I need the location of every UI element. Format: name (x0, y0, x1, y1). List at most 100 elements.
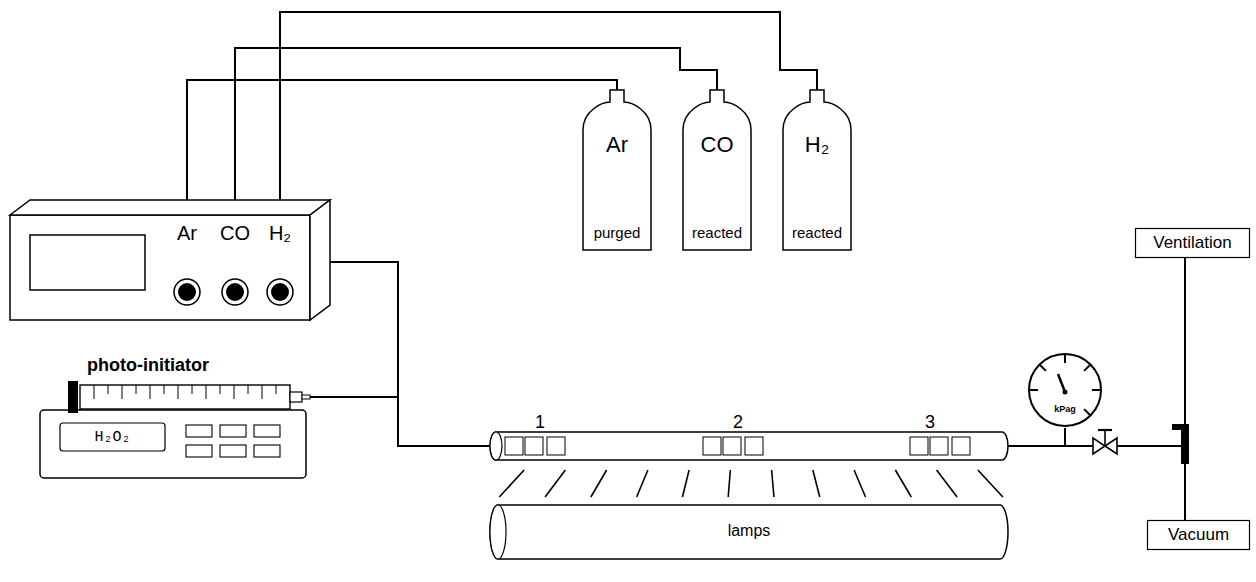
sample-window (547, 437, 565, 455)
text-holder: 2 (723, 412, 753, 433)
pump-button (220, 425, 246, 437)
light-ray (854, 470, 865, 497)
syringe-tick (234, 385, 235, 399)
gas-cylinder: H₂ reacted (783, 90, 851, 250)
text-holder: H₂ (260, 222, 300, 245)
syringe-tick (150, 385, 151, 399)
pump-button (220, 445, 246, 457)
syringe-barrel (80, 385, 290, 409)
gas-cylinder: Ar purged (583, 90, 651, 250)
text-holder: photo-initiator (48, 355, 248, 376)
syringe-tick (220, 385, 221, 394)
cylinder-outline (583, 90, 651, 250)
sample-window (703, 437, 721, 455)
tube-outline (490, 432, 1008, 460)
pressure-gauge-shape (1027, 352, 1103, 428)
mass-flow-controller: Ar CO H₂ (10, 200, 330, 320)
gauge-tick (1040, 365, 1046, 371)
text-holder: reacted (683, 224, 751, 242)
pump-base (40, 410, 306, 478)
syringe-tick (164, 385, 165, 394)
node-label: H₂O₂ (94, 429, 130, 446)
sample-window (505, 437, 523, 455)
syringe-tip (290, 392, 302, 402)
lamp-outline (490, 505, 1008, 559)
photoreactor-tube: 1 2 3 (490, 412, 1008, 462)
light-ray (937, 470, 958, 497)
syringe-tick (122, 385, 123, 399)
node-label: Ventilation (1153, 233, 1231, 252)
valve-body (1105, 438, 1117, 454)
box-outline (1148, 521, 1250, 550)
node-label: H₂ (805, 132, 829, 157)
tube-end (490, 432, 502, 460)
syringe-tick (248, 385, 249, 394)
text-holder: reacted (783, 224, 851, 242)
sample-window (723, 437, 741, 455)
light-ray (591, 470, 607, 497)
light-ray (545, 470, 565, 497)
syringe-tick (178, 385, 179, 399)
node-label: CO (701, 132, 734, 157)
gas-line (1008, 428, 1065, 446)
gauge-tick (1084, 365, 1090, 371)
node-label: CO (220, 222, 250, 244)
needle-valve (1093, 430, 1117, 454)
pump-button (254, 425, 280, 437)
text-holder: 3 (915, 412, 945, 433)
cylinder-outline (683, 90, 751, 250)
sample-window (952, 437, 970, 455)
text-holder: Vacuum (1147, 525, 1250, 545)
light-ray (682, 470, 689, 497)
callout-number: 3 (925, 412, 935, 432)
syringe-tick (262, 385, 263, 399)
control-knob (222, 279, 248, 305)
pump-button (186, 425, 212, 437)
uv-lamps: lamps (490, 503, 1008, 561)
light-ray (772, 470, 774, 497)
syringe-tick (192, 385, 193, 394)
cylinder-outline (783, 90, 851, 250)
gauge-tick (1064, 355, 1066, 363)
sample-window (930, 437, 948, 455)
pump-display (60, 423, 165, 451)
gas-line (330, 262, 490, 446)
controller-front (10, 215, 310, 320)
light-ray (895, 470, 911, 497)
gauge-needle (1058, 374, 1065, 392)
control-knob (174, 279, 200, 305)
light-ray (499, 470, 524, 497)
node-label: photo-initiator (87, 355, 209, 375)
controller-display (30, 235, 145, 290)
controller-top (10, 200, 330, 215)
node-label: Ar (606, 132, 628, 157)
sample-window (910, 437, 928, 455)
syringe-nozzle (302, 395, 310, 399)
valve-body (1093, 438, 1105, 454)
light-ray (728, 470, 730, 497)
callout-number: 1 (535, 412, 545, 432)
syringe-tick (108, 385, 109, 394)
node-label: Vacuum (1168, 525, 1229, 544)
node-label: H₂ (269, 222, 291, 244)
light-ray (637, 470, 648, 497)
lamp-end (490, 505, 506, 559)
node-label: lamps (728, 522, 771, 539)
vacuum-box: Vacuum (1147, 520, 1250, 550)
gauge-pivot (1063, 390, 1068, 395)
tee-fitting (1172, 424, 1189, 464)
gauge-face (1029, 354, 1101, 426)
node-label: Ar (177, 222, 197, 244)
box-outline (1136, 229, 1250, 258)
control-knob (267, 279, 293, 305)
pressure-gauge: kPag (1027, 352, 1103, 428)
syringe-tick (94, 385, 95, 399)
control-knob (226, 283, 244, 301)
text-holder: CO (683, 132, 751, 157)
pump-button (186, 445, 212, 457)
syringe-pump: photo-initiatorH₂O₂ (38, 355, 310, 480)
gauge-tick (1092, 389, 1100, 391)
gas-cylinder: CO reacted (683, 90, 751, 250)
valve-handle (1098, 429, 1112, 431)
node-label: purged (594, 224, 641, 241)
